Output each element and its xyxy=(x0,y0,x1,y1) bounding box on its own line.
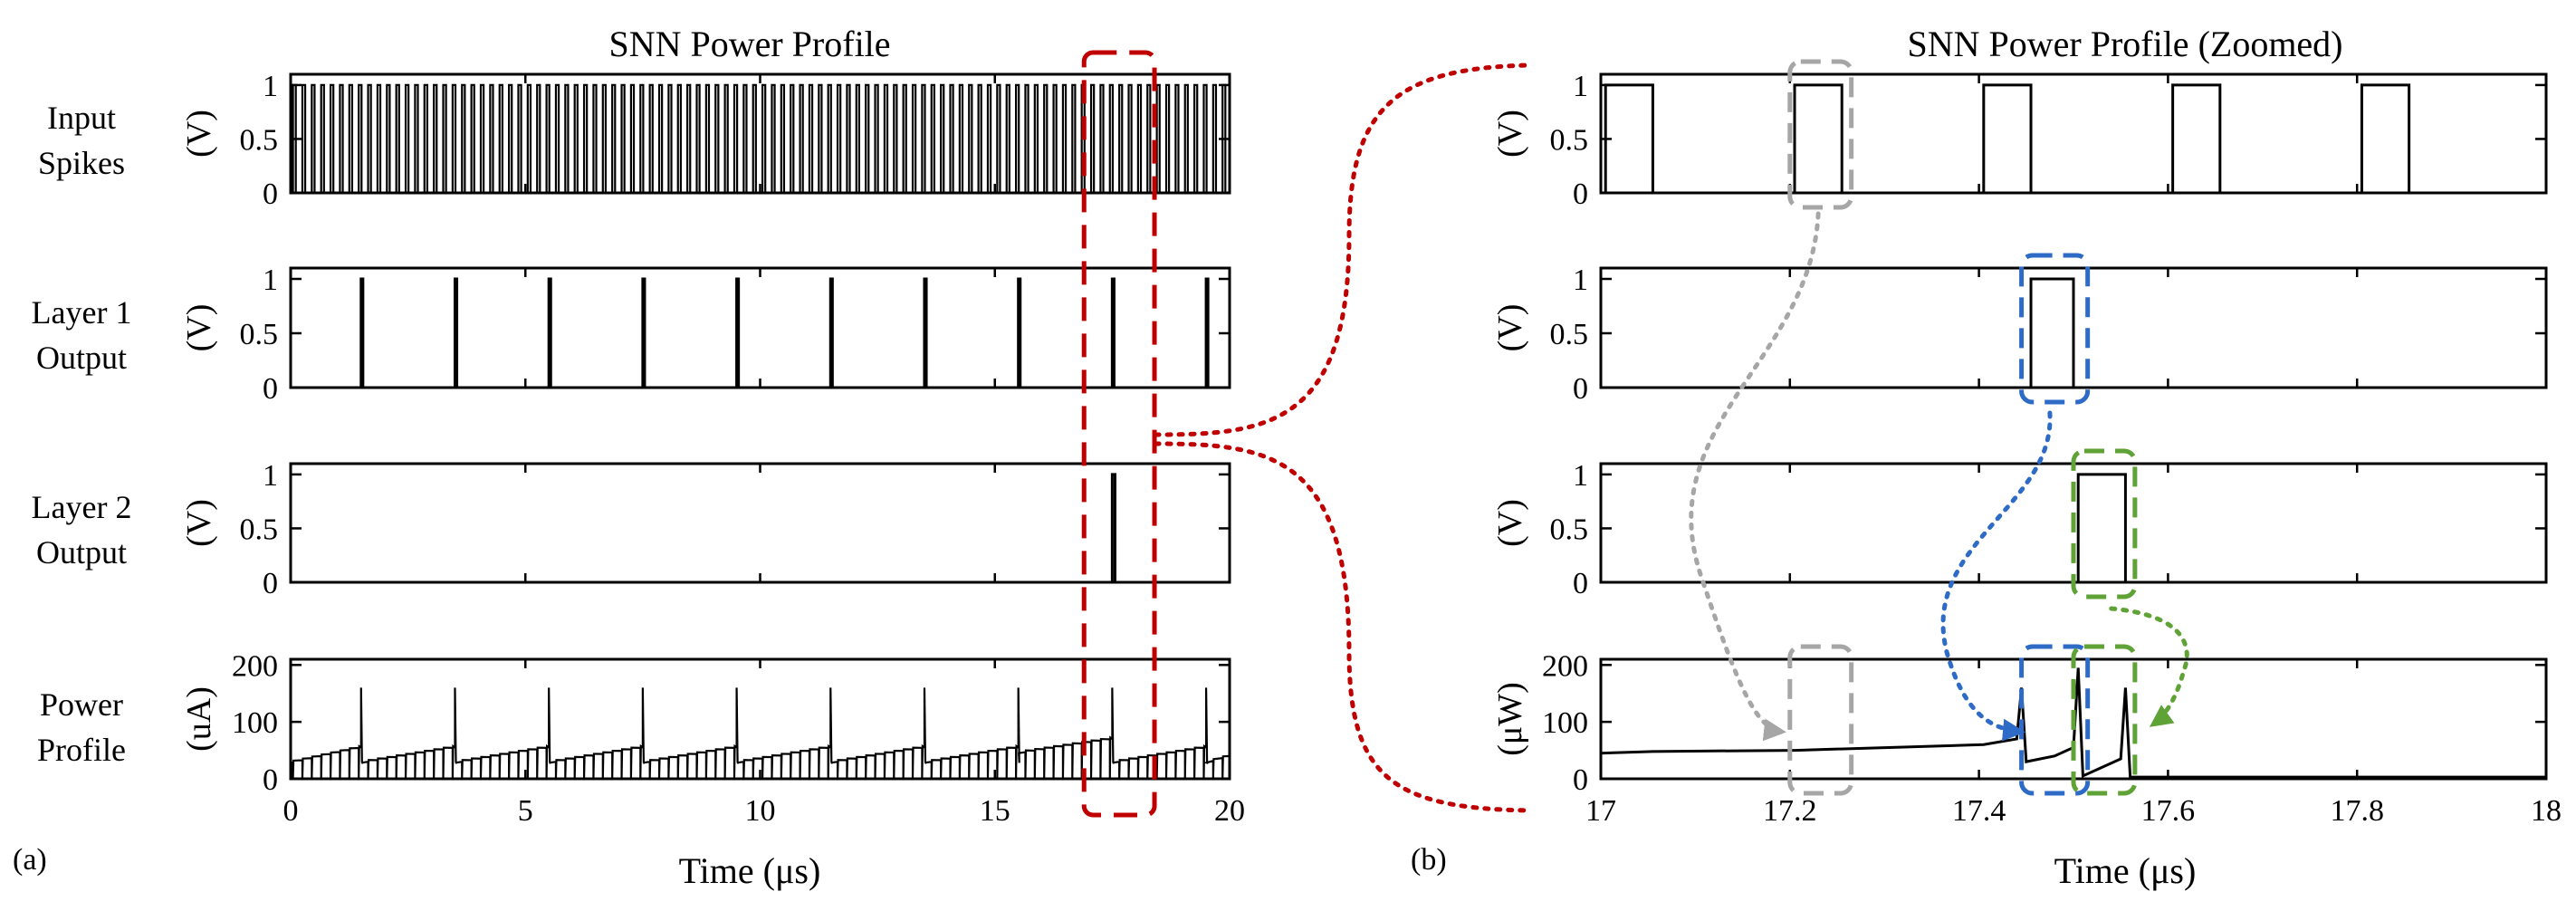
highlight-box xyxy=(2019,253,2091,405)
y-tick-label: 1 xyxy=(1573,70,1588,103)
power-series xyxy=(291,687,1231,778)
x-tick-label: 17.2 xyxy=(1763,794,1817,828)
panel-a-subplot-0: 0 0.5 1 (V) xyxy=(180,70,1231,211)
green-arrow xyxy=(2109,606,2189,727)
panel-a-subplot-1: 0 0.5 1 (V) xyxy=(180,264,1231,406)
y-tick-label: 0 xyxy=(1573,763,1588,797)
x-tick-label: 17.8 xyxy=(2330,794,2384,828)
x-tick-label: 17.6 xyxy=(2141,794,2196,828)
x-tick-label: 17.4 xyxy=(1952,794,2006,828)
blue-arrow xyxy=(1940,410,2053,742)
y-axis-label: (V) xyxy=(1491,110,1529,158)
highlight-box xyxy=(2071,644,2138,796)
row-label-power-1: Power xyxy=(40,686,123,723)
y-tick-label: 0.5 xyxy=(240,318,279,351)
axes-frame xyxy=(1599,72,2548,195)
y-axis-label: (V) xyxy=(1491,304,1529,352)
y-axis-label: (V) xyxy=(180,110,218,158)
input-spike-series xyxy=(291,83,1230,195)
x-tick-label: 15 xyxy=(980,794,1010,828)
panel-a-title: SNN Power Profile xyxy=(608,24,890,64)
x-tick-label: 5 xyxy=(518,794,533,828)
pulse-series xyxy=(1601,83,2546,195)
pulse-series xyxy=(1601,277,2546,389)
x-tick-label: 0 xyxy=(283,794,299,828)
y-tick-label: 200 xyxy=(1542,649,1588,683)
axes-frame xyxy=(289,462,1231,584)
gray-arrow xyxy=(1689,211,1821,742)
row-label-input-spikes-2: Spikes xyxy=(38,145,125,181)
y-axis-label: (V) xyxy=(180,304,218,352)
panel-b-title: SNN Power Profile (Zoomed) xyxy=(1907,24,2342,64)
y-tick-label: 100 xyxy=(232,706,278,740)
y-axis-label: (V) xyxy=(1491,499,1529,547)
axes-frame xyxy=(289,72,1231,195)
y-tick-label: 0.5 xyxy=(240,513,279,546)
y-axis-label: (V) xyxy=(180,499,218,547)
y-tick-label: 200 xyxy=(232,649,278,683)
y-axis-label: (uA) xyxy=(180,686,218,752)
y-tick-label: 1 xyxy=(263,70,278,103)
y-tick-label: 0 xyxy=(263,763,278,797)
highlight-box xyxy=(1787,59,1854,210)
y-tick-label: 0.5 xyxy=(1550,513,1589,546)
x-tick-label: 18 xyxy=(2531,794,2562,828)
panel-b-label: (b) xyxy=(1411,843,1447,877)
y-tick-label: 1 xyxy=(1573,264,1588,297)
y-tick-label: 0.5 xyxy=(240,123,279,157)
x-tick-label: 20 xyxy=(1214,794,1245,828)
y-tick-label: 0 xyxy=(263,177,278,211)
output-spike-series xyxy=(291,277,1230,389)
y-tick-label: 0.5 xyxy=(1550,123,1589,157)
highlight-box xyxy=(1787,644,1854,796)
row-label-layer2-1: Layer 2 xyxy=(32,489,132,525)
panel-b-subplot-2: 0 0.5 1 (V) xyxy=(1491,459,2548,600)
output-spike-series xyxy=(291,473,1230,584)
x-tick-label: 17 xyxy=(1585,794,1616,828)
zoom-connector-top xyxy=(1153,62,1533,437)
panel-a-subplot-3: 0 100 200 0 5 10 15 20 (uA) xyxy=(180,649,1245,828)
axes-frame xyxy=(289,657,1231,781)
panel-a-xlabel: Time (μs) xyxy=(679,850,821,891)
row-label-layer1-1: Layer 1 xyxy=(32,294,132,331)
y-tick-label: 1 xyxy=(263,459,278,493)
panel-b: 0 0.5 1 (V) 0 0.5 1 (V) 0 0.5 1 (V) 0 100 200 17 17.2 17.… xyxy=(1491,70,2562,828)
y-tick-label: 0.5 xyxy=(1550,318,1589,351)
axes-frame xyxy=(289,266,1231,389)
y-tick-label: 0 xyxy=(263,372,278,406)
y-tick-label: 100 xyxy=(1542,706,1588,740)
row-label-power-2: Profile xyxy=(37,732,126,768)
y-axis-label: (μW) xyxy=(1491,682,1529,756)
y-tick-label: 0 xyxy=(1573,567,1588,600)
row-label-layer2-2: Output xyxy=(36,534,127,571)
y-tick-label: 0 xyxy=(1573,372,1588,406)
row-label-input-spikes-1: Input xyxy=(47,100,116,136)
highlight-box xyxy=(2071,448,2138,599)
pulse-series xyxy=(1601,473,2546,584)
row-label-layer1-2: Output xyxy=(36,340,127,376)
x-tick-label: 10 xyxy=(745,794,776,828)
panel-a: 0 0.5 1 (V) 0 0.5 1 (V) 0 0.5 1 (V) 0 100 200 0 5 10 15 20 (… xyxy=(180,70,1245,828)
power-series xyxy=(1600,667,2546,779)
zoom-connector-bottom xyxy=(1153,441,1533,813)
panel-b-subplot-3: 0 100 200 17 17.2 17.4 17.6 17.8 18 (μW) xyxy=(1491,649,2562,828)
panel-b-subplot-1: 0 0.5 1 (V) xyxy=(1491,264,2548,406)
overlay-annotations xyxy=(1081,50,2189,818)
panel-a-subplot-2: 0 0.5 1 (V) xyxy=(180,459,1231,600)
y-tick-label: 0 xyxy=(263,567,278,600)
y-tick-label: 1 xyxy=(263,264,278,297)
panel-a-label: (a) xyxy=(13,843,47,877)
y-tick-label: 0 xyxy=(1573,177,1588,211)
panel-b-subplot-0: 0 0.5 1 (V) xyxy=(1491,70,2548,211)
y-tick-label: 1 xyxy=(1573,459,1588,493)
panel-b-xlabel: Time (μs) xyxy=(2054,850,2197,891)
